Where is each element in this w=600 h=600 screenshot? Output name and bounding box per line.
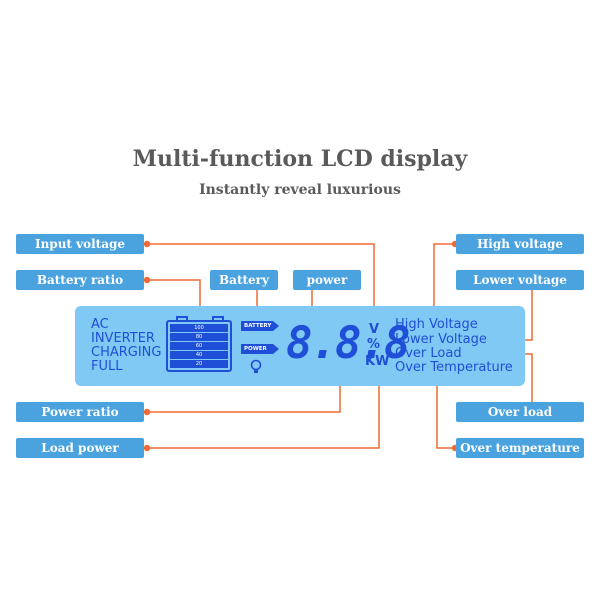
power-tag: POWER: [241, 344, 279, 354]
label-power-ratio: Power ratio: [16, 402, 144, 422]
lcd-alarm-lower-voltage: Lower Voltage: [395, 332, 487, 347]
label-battery-ratio: Battery ratio: [16, 270, 144, 290]
label-high-voltage: High voltage: [456, 234, 584, 254]
lcd-alarm-over-temperature: Over Temperature: [395, 360, 513, 375]
lcd-digits: 8.8.8: [286, 318, 410, 369]
label-battery: Battery: [210, 270, 278, 290]
battery-bar-40: 40: [170, 351, 228, 359]
connector-load-power: [147, 370, 380, 449]
battery-bar-80: 80: [170, 333, 228, 341]
unit-kilowatt: KW: [365, 354, 390, 369]
battery-terminal-left: [176, 316, 188, 321]
lcd-status-inverter: INVERTER: [91, 331, 155, 346]
lcd-status-charging: CHARGING: [91, 345, 162, 360]
label-load-power: Load power: [16, 438, 144, 458]
lcd-status-full: FULL: [91, 359, 123, 374]
label-over-temperature: Over temperature: [456, 438, 584, 458]
connector-over-temperature: [436, 372, 455, 449]
label-power: power: [293, 270, 361, 290]
unit-volt: V: [369, 322, 380, 337]
lcd-alarm-over-load: Over Load: [395, 346, 462, 361]
label-lower-voltage: Lower voltage: [456, 270, 584, 290]
label-over-load: Over load: [456, 402, 584, 422]
unit-percent: %: [367, 337, 381, 352]
label-input-voltage: Input voltage: [16, 234, 144, 254]
page-title: Multi-function LCD display: [132, 146, 468, 172]
battery-bar-20: 20: [170, 360, 228, 368]
battery-bar-60: 60: [170, 342, 228, 350]
battery-bar-100: 100: [170, 324, 228, 332]
lcd-panel: [75, 306, 525, 386]
page-subtitle: Instantly reveal luxurious: [199, 182, 401, 198]
battery-tag: BATTERY: [241, 321, 279, 331]
bulb-icon: [250, 359, 262, 373]
connector-high-voltage: [433, 243, 455, 318]
connector-input-voltage: [147, 243, 375, 318]
lcd-alarm-high-voltage: High Voltage: [395, 317, 478, 332]
battery-terminal-right: [212, 316, 224, 321]
lcd-status-ac: AC: [91, 317, 109, 332]
